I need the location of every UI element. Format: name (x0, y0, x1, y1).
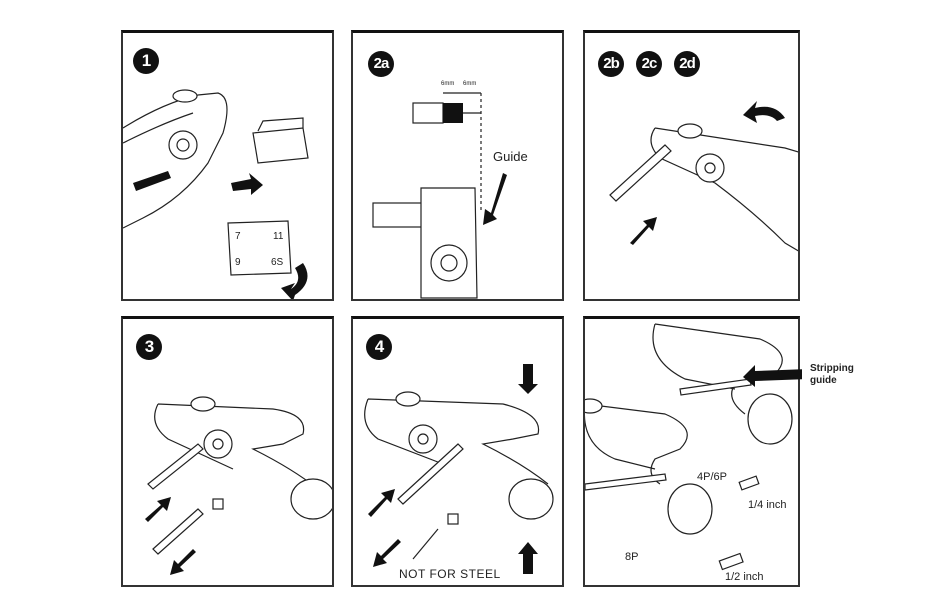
label-half-inch: 1/2 inch (725, 571, 764, 583)
measure-right-label: 6mm (463, 81, 477, 87)
panel-step-1: 1 7 11 9 6S (121, 30, 334, 301)
step-badge-4: 4 (366, 334, 392, 360)
arrow-right-icon (231, 173, 263, 195)
stripper-tool-illustration (123, 89, 309, 299)
cable (679, 378, 752, 396)
press-down-arrow-icon (518, 364, 538, 394)
rotate-arrow-icon (281, 263, 308, 299)
press-up-arrow-icon (518, 542, 538, 574)
step-badge-3: 3 (136, 334, 162, 360)
stripped-cable (152, 508, 204, 555)
panel-step-2a: 2a 6mm 6mm Guide (351, 30, 564, 301)
die-block (252, 117, 309, 164)
guide-illustration (372, 92, 507, 299)
wire-half-inch (718, 552, 744, 571)
cable (585, 473, 667, 491)
die-number-7: 7 (235, 231, 241, 242)
pull-arrow-icon (170, 549, 196, 575)
cable (147, 443, 204, 490)
cable (609, 144, 672, 202)
die-face (227, 220, 292, 276)
press-illustration (364, 364, 554, 574)
stripping-guide-illustration (585, 323, 802, 571)
die-number-9: 9 (235, 257, 241, 268)
step-badge-2b: 2b (598, 51, 624, 77)
stripping-guide-label-line2: guide (810, 375, 837, 386)
panel-step-2bcd: 2b 2c 2d (583, 30, 800, 301)
rotate-illustration (609, 101, 798, 252)
step-badge-2d: 2d (674, 51, 700, 77)
strip-illustration (145, 396, 332, 575)
die-number-6s: 6S (271, 257, 284, 268)
stripping-guide-label-line1: Stripping (810, 363, 854, 374)
label-8p: 8P (625, 551, 639, 563)
step-badge-1: 1 (133, 48, 159, 74)
panel-step-3: 3 (121, 316, 334, 587)
not-for-steel-warning: NOT FOR STEEL (399, 567, 501, 581)
pull-arrow-icon (373, 539, 401, 567)
stripping-guide-arrow-icon (743, 365, 802, 387)
wire-quarter-inch (738, 475, 760, 491)
label-4p6p: 4P/6P (697, 471, 727, 483)
panel-step-5: Stripping guide 4P/6P 1/4 inch 8P 1/2 in… (583, 316, 854, 587)
panel-step-4: 4 NOT FOR STEEL (351, 316, 564, 587)
push-arrow-icon (630, 217, 657, 245)
push-arrow-icon (145, 497, 171, 522)
die-number-11: 11 (273, 231, 284, 242)
step-badge-2a: 2a (368, 51, 394, 77)
measure-left-label: 6mm (441, 81, 455, 87)
guide-label: Guide (493, 149, 528, 164)
rotate-arrow-icon (743, 101, 785, 123)
guide-arrow-icon (483, 173, 507, 225)
label-quarter-inch: 1/4 inch (748, 499, 787, 511)
cable (397, 443, 464, 505)
step-badge-2c: 2c (636, 51, 662, 77)
push-arrow-icon (368, 489, 395, 517)
